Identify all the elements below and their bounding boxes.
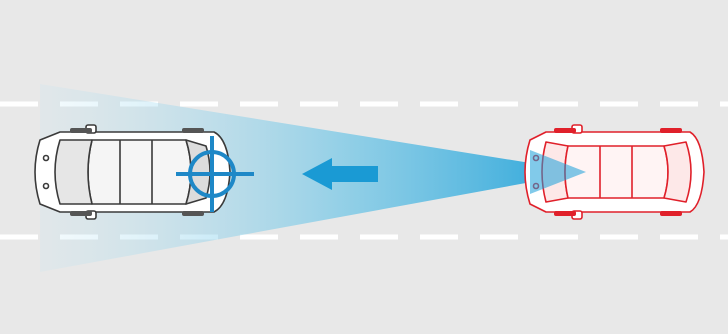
leading-vehicle xyxy=(34,124,231,220)
own-vehicle xyxy=(524,124,705,220)
arrow-left-icon xyxy=(302,158,378,190)
crosshair-icon xyxy=(176,136,254,212)
sensor-origin xyxy=(530,150,586,194)
